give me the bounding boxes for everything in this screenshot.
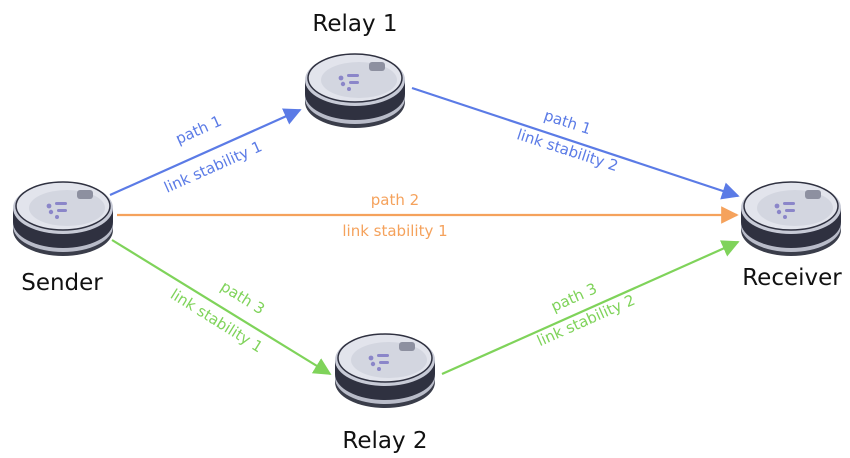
node-relay2: Relay 2 — [334, 333, 436, 454]
edge-relay2-receiver — [441, 240, 740, 376]
edge-sender-relay2 — [111, 239, 332, 375]
edge-label-path: path 1 — [173, 112, 225, 148]
edge-label-path: path 2 — [371, 191, 419, 209]
robot-vacuum-icon — [334, 333, 436, 409]
edge-label-stability: link stability 2 — [515, 125, 621, 175]
edge-label-path: path 3 — [217, 277, 268, 318]
node-label: Relay 1 — [312, 11, 397, 37]
node-label: Receiver — [742, 265, 842, 291]
edge-sender-relay1 — [109, 108, 302, 197]
node-receiver: Receiver — [740, 181, 842, 291]
robot-vacuum-icon — [304, 53, 406, 129]
robot-vacuum-icon — [12, 181, 114, 257]
edge-label-stability: link stability 1 — [342, 222, 447, 240]
edge-relay1-receiver — [411, 86, 740, 200]
edge-label-stability: link stability 1 — [161, 137, 265, 196]
node-label: Sender — [21, 270, 103, 296]
robot-vacuum-icon — [740, 181, 842, 257]
node-sender: Sender — [12, 181, 114, 296]
node-label: Relay 2 — [342, 428, 427, 454]
node-relay1: Relay 1 — [304, 11, 406, 129]
